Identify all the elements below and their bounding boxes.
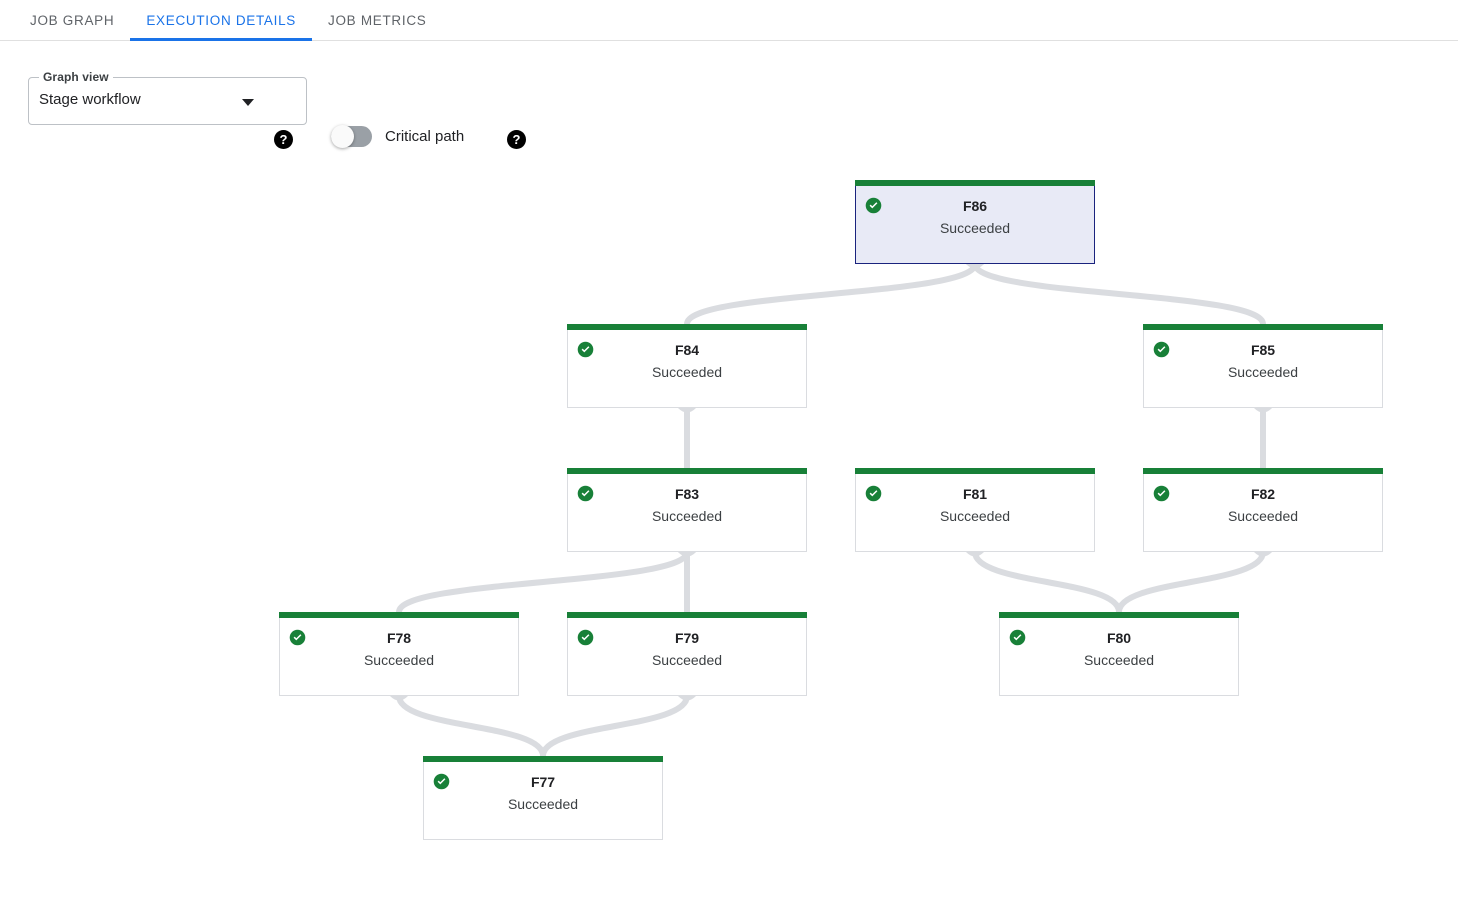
critical-path-toggle[interactable] xyxy=(331,125,372,148)
edge-flare xyxy=(678,552,696,557)
node-status-bar xyxy=(1143,324,1383,330)
tab-execution-details[interactable]: EXECUTION DETAILS xyxy=(130,0,312,41)
node-title: F77 xyxy=(530,774,556,790)
node-title: F82 xyxy=(1250,486,1276,502)
node-status: Succeeded xyxy=(507,796,579,812)
node-status: Succeeded xyxy=(651,508,723,524)
toggle-knob xyxy=(331,125,354,148)
node-status: Succeeded xyxy=(939,508,1011,524)
node-status-bar xyxy=(855,180,1095,186)
node-status: Succeeded xyxy=(1227,508,1299,524)
graph-edge-f83-f78 xyxy=(396,549,690,615)
node-status: Succeeded xyxy=(939,220,1011,236)
tab-label: JOB METRICS xyxy=(328,13,427,28)
critical-path-label: Critical path xyxy=(385,128,465,145)
node-title: F84 xyxy=(674,342,700,358)
edge-flare xyxy=(966,552,984,557)
check-circle-icon xyxy=(865,197,882,214)
check-circle-icon xyxy=(1009,629,1026,646)
check-circle-icon xyxy=(865,485,882,502)
edge-flare xyxy=(1254,552,1272,557)
tab-label: EXECUTION DETAILS xyxy=(146,13,297,28)
node-status: Succeeded xyxy=(651,364,723,380)
node-status-bar xyxy=(1143,468,1383,474)
node-title: F85 xyxy=(1250,342,1276,358)
node-title: F79 xyxy=(674,630,700,646)
node-status-bar xyxy=(567,468,807,474)
check-circle-icon xyxy=(433,773,450,790)
graph-edge-f86-f84 xyxy=(684,261,978,327)
node-title: F83 xyxy=(674,486,700,502)
node-title: F86 xyxy=(962,198,988,214)
node-title: F80 xyxy=(1106,630,1132,646)
graph-edge-f78-f77 xyxy=(396,693,546,759)
node-status-bar xyxy=(423,756,663,762)
check-circle-icon xyxy=(1153,341,1170,358)
check-circle-icon xyxy=(577,341,594,358)
edge-flare xyxy=(966,264,984,269)
edge-flare xyxy=(966,264,984,269)
tab-job-metrics[interactable]: JOB METRICS xyxy=(312,0,442,41)
check-circle-icon xyxy=(1153,485,1170,502)
edge-flare xyxy=(390,696,408,701)
node-status-bar xyxy=(279,612,519,618)
node-status-bar xyxy=(567,324,807,330)
graph-view-label: Graph view xyxy=(39,70,113,84)
critical-path-help-icon[interactable]: ? xyxy=(507,130,526,149)
critical-path-toggle-group: Critical path xyxy=(331,125,465,148)
tab-bar: JOB GRAPH EXECUTION DETAILS JOB METRICS xyxy=(0,0,1458,41)
controls-row: Graph view Stage workflow ? Critical pat… xyxy=(0,41,1458,149)
check-circle-icon xyxy=(577,485,594,502)
graph-edge-f79-f77 xyxy=(540,693,690,759)
node-title: F81 xyxy=(962,486,988,502)
graph-view-select[interactable]: Graph view Stage workflow xyxy=(28,70,307,125)
node-status-bar xyxy=(567,612,807,618)
graph-edge-f81-f80 xyxy=(972,549,1122,615)
node-status: Succeeded xyxy=(1083,652,1155,668)
tab-job-graph[interactable]: JOB GRAPH xyxy=(14,0,130,41)
node-status-bar xyxy=(855,468,1095,474)
edge-flare xyxy=(678,552,696,557)
node-status: Succeeded xyxy=(1227,364,1299,380)
tab-label: JOB GRAPH xyxy=(30,13,115,28)
graph-view-value: Stage workflow xyxy=(39,91,141,108)
check-circle-icon xyxy=(289,629,306,646)
graph-edge-f82-f80 xyxy=(1116,549,1266,615)
edge-flare xyxy=(678,408,696,413)
edge-flare xyxy=(678,696,696,701)
node-status: Succeeded xyxy=(651,652,723,668)
node-title: F78 xyxy=(386,630,412,646)
node-status: Succeeded xyxy=(363,652,435,668)
graph-view-help-icon[interactable]: ? xyxy=(274,130,293,149)
node-status-bar xyxy=(999,612,1239,618)
graph-edge-f86-f85 xyxy=(972,261,1266,327)
check-circle-icon xyxy=(577,629,594,646)
edge-flare xyxy=(1254,408,1272,413)
chevron-down-icon[interactable] xyxy=(242,99,254,106)
